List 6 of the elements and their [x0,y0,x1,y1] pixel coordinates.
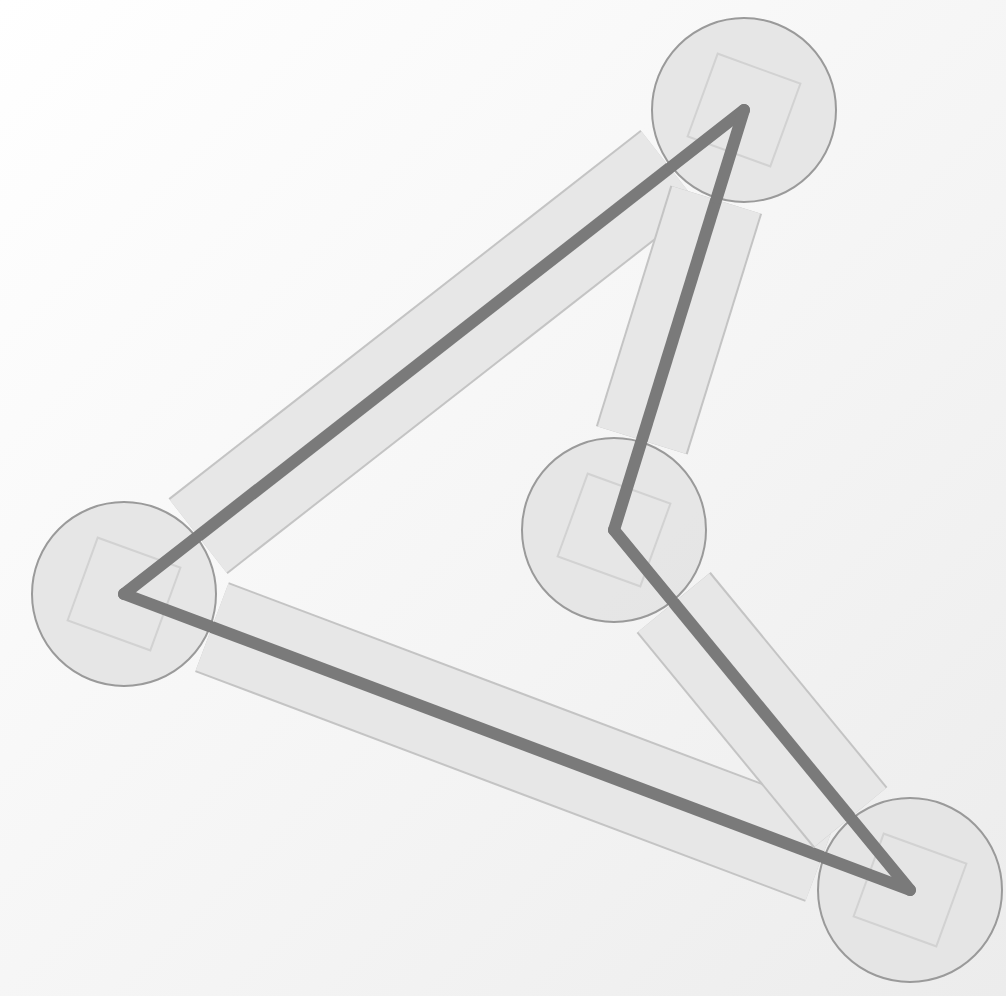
connector-line [636,572,888,848]
circle-node [650,16,838,204]
circle-node [30,500,218,688]
circle-node [816,796,1004,984]
circle-node [520,436,708,624]
connector-line [595,185,763,455]
